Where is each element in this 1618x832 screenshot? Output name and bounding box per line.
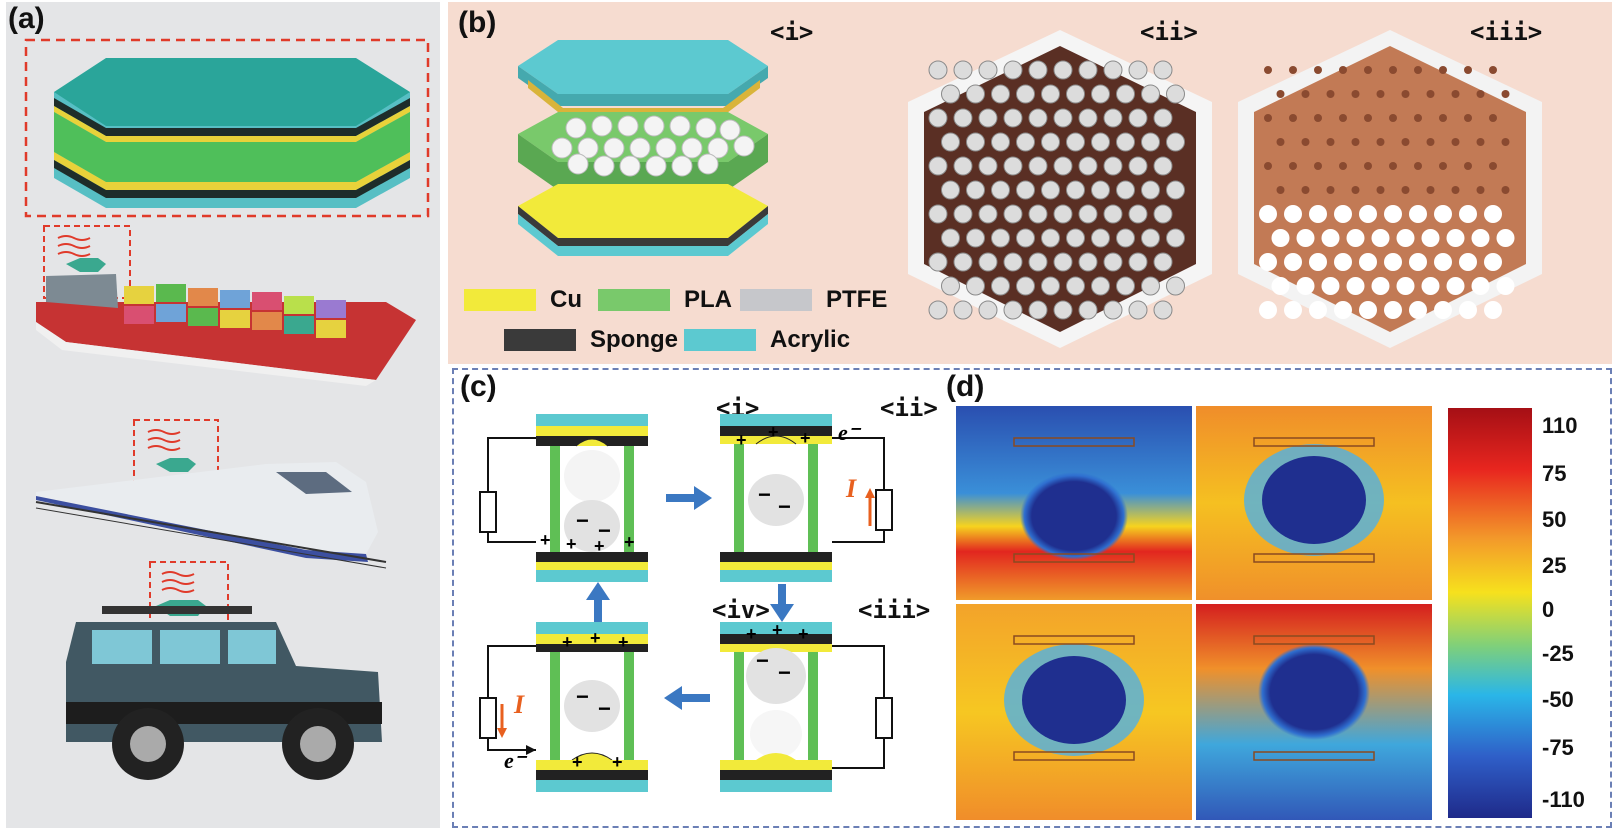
colorbar-tick: 50 <box>1542 507 1567 532</box>
legend-label-sponge: Sponge <box>590 326 678 353</box>
legend-item-acrylic: Acrylic <box>684 326 850 354</box>
panel-a-illustration <box>24 38 430 780</box>
legend-item-sponge: Sponge <box>504 326 678 354</box>
legend-label-cu: Cu <box>550 286 582 313</box>
charge-minus: − <box>756 648 769 673</box>
panel-c-label: (c) <box>460 370 497 403</box>
legend-swatch-sponge <box>504 329 576 351</box>
charge-plus: + <box>540 530 551 550</box>
panel-b-sublabel-iii: <iii> <box>1470 18 1543 46</box>
charge-plus: + <box>798 624 809 644</box>
stage-label-iii: <iii> <box>858 596 931 624</box>
legend-item-pla: PLA <box>598 286 732 314</box>
stage-label-ii: <ii> <box>880 394 938 422</box>
panel-a-label: (a) <box>8 2 45 35</box>
charge-minus: − <box>778 494 791 519</box>
legend-item-ptfe: PTFE <box>740 286 887 314</box>
bullet-train-illustration <box>35 419 387 569</box>
panel-b-label: (b) <box>458 6 497 39</box>
charge-minus: − <box>576 684 589 709</box>
hexagonal-device-large <box>54 58 410 208</box>
stage-label-iv: <iv> <box>712 596 770 624</box>
container-ship-illustration <box>36 225 416 386</box>
exploded-device-view <box>518 40 768 256</box>
jeep-car-illustration <box>66 561 382 780</box>
panel-c-d-frame <box>452 368 1612 828</box>
charge-plus: + <box>618 632 629 652</box>
current-label-ii: I <box>846 474 857 503</box>
charge-minus: − <box>598 696 611 721</box>
charge-plus: + <box>562 632 573 652</box>
charge-plus: + <box>736 430 747 450</box>
charge-minus: − <box>598 518 611 543</box>
colorbar-tick: -50 <box>1542 687 1574 712</box>
charge-plus: + <box>566 534 577 554</box>
legend-label-pla: PLA <box>684 286 732 313</box>
panel-a: (a) <box>6 2 440 828</box>
charge-plus: + <box>772 620 783 640</box>
charge-minus: − <box>576 508 589 533</box>
colorbar-tick: -75 <box>1542 735 1574 760</box>
colorbar-tick: -25 <box>1542 641 1574 666</box>
charge-plus: + <box>590 628 601 648</box>
legend-label-acrylic: Acrylic <box>770 326 851 353</box>
panel-b-illustration <box>518 30 1542 348</box>
legend-item-cu: Cu <box>464 286 582 314</box>
charge-plus: + <box>572 752 583 772</box>
legend-swatch-acrylic <box>684 329 756 351</box>
electron-label-ii: e⁻ <box>838 420 860 445</box>
colorbar-tick: 110 <box>1542 413 1578 438</box>
charge-minus: − <box>778 660 791 685</box>
charge-plus: + <box>746 624 757 644</box>
legend-label-ptfe: PTFE <box>826 286 888 313</box>
charge-plus: + <box>594 536 605 556</box>
colorbar-tick: 0 <box>1542 597 1555 622</box>
panel-d-label: (d) <box>946 370 985 403</box>
charge-plus: + <box>624 532 635 552</box>
colorbar-tick: 25 <box>1542 553 1567 578</box>
charge-plus: + <box>612 752 623 772</box>
panel-b-sublabel-i: <i> <box>770 18 814 46</box>
current-label-iv: I <box>514 690 525 719</box>
charge-plus: + <box>768 422 779 442</box>
stage-label-i: <i> <box>716 394 760 422</box>
panel-b-sublabel-ii: <ii> <box>1140 18 1198 46</box>
panel-b: (b) <i> <ii> <iii> <box>448 2 1612 364</box>
electron-label-iv: e⁻ <box>504 748 526 773</box>
ptfe-ball-array-photo <box>908 30 1212 348</box>
charge-plus: + <box>800 428 811 448</box>
legend-swatch-cu <box>464 289 536 311</box>
colorbar-tick: 75 <box>1542 461 1567 486</box>
colorbar-tick: -110 <box>1542 787 1585 812</box>
legend-swatch-pla <box>598 289 670 311</box>
legend-swatch-ptfe <box>740 289 812 311</box>
charge-minus: − <box>758 482 771 507</box>
copper-electrode-photo <box>1238 30 1542 348</box>
device-highlight-box <box>24 38 430 218</box>
